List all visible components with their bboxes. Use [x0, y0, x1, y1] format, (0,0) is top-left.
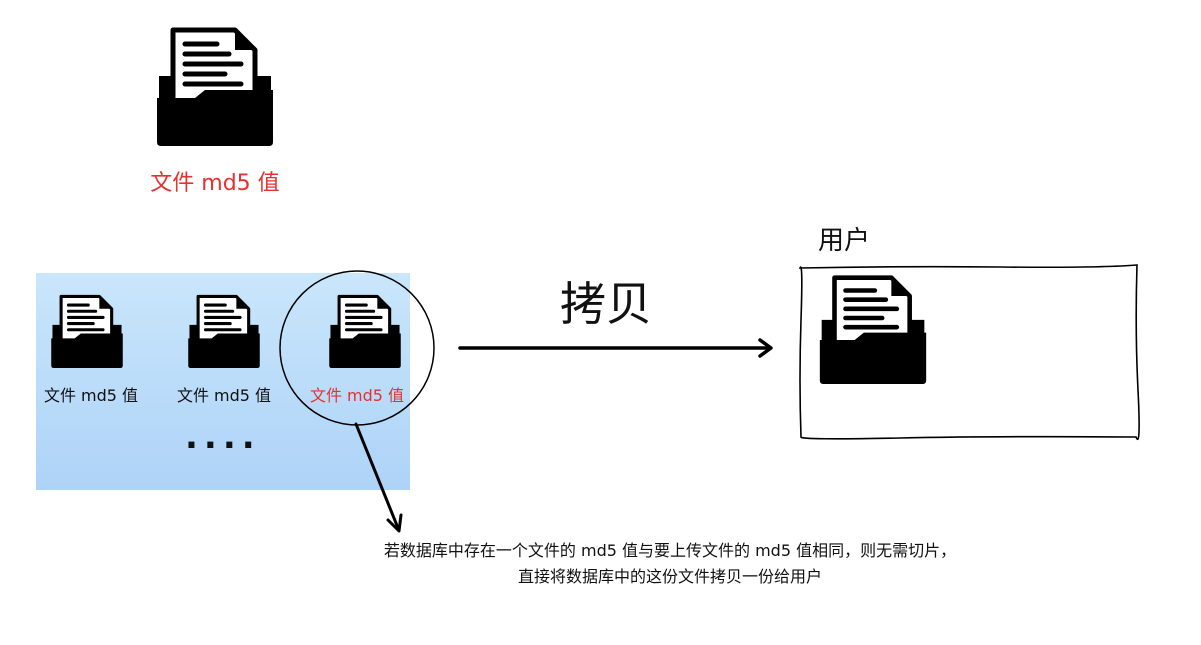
user-label: 用户 — [818, 226, 871, 256]
ellipsis: .... — [185, 417, 261, 457]
pointer-arrowhead — [386, 513, 403, 533]
caption-line-1: 若数据库中存在一个文件的 md5 值与要上传文件的 md5 值相同，则无需切片， — [383, 541, 957, 560]
copy-label: 拷贝 — [560, 277, 652, 331]
highlight-circle — [279, 270, 435, 426]
db-item-label: 文件 md5 值 — [176, 386, 272, 405]
caption: 若数据库中存在一个文件的 md5 值与要上传文件的 md5 值相同，则无需切片，… — [230, 538, 1110, 590]
user-box — [798, 264, 1140, 440]
db-item-label: 文件 md5 值 — [43, 386, 139, 405]
copy-arrowhead — [758, 338, 773, 358]
pointer-arrow — [354, 422, 400, 530]
caption-line-2: 直接将数据库中的这份文件拷贝一份给用户 — [517, 567, 822, 586]
db-item-label-highlighted: 文件 md5 值 — [309, 386, 405, 405]
top-md5-label: 文件 md5 值 — [150, 171, 280, 196]
file-folder-icon — [818, 272, 928, 386]
